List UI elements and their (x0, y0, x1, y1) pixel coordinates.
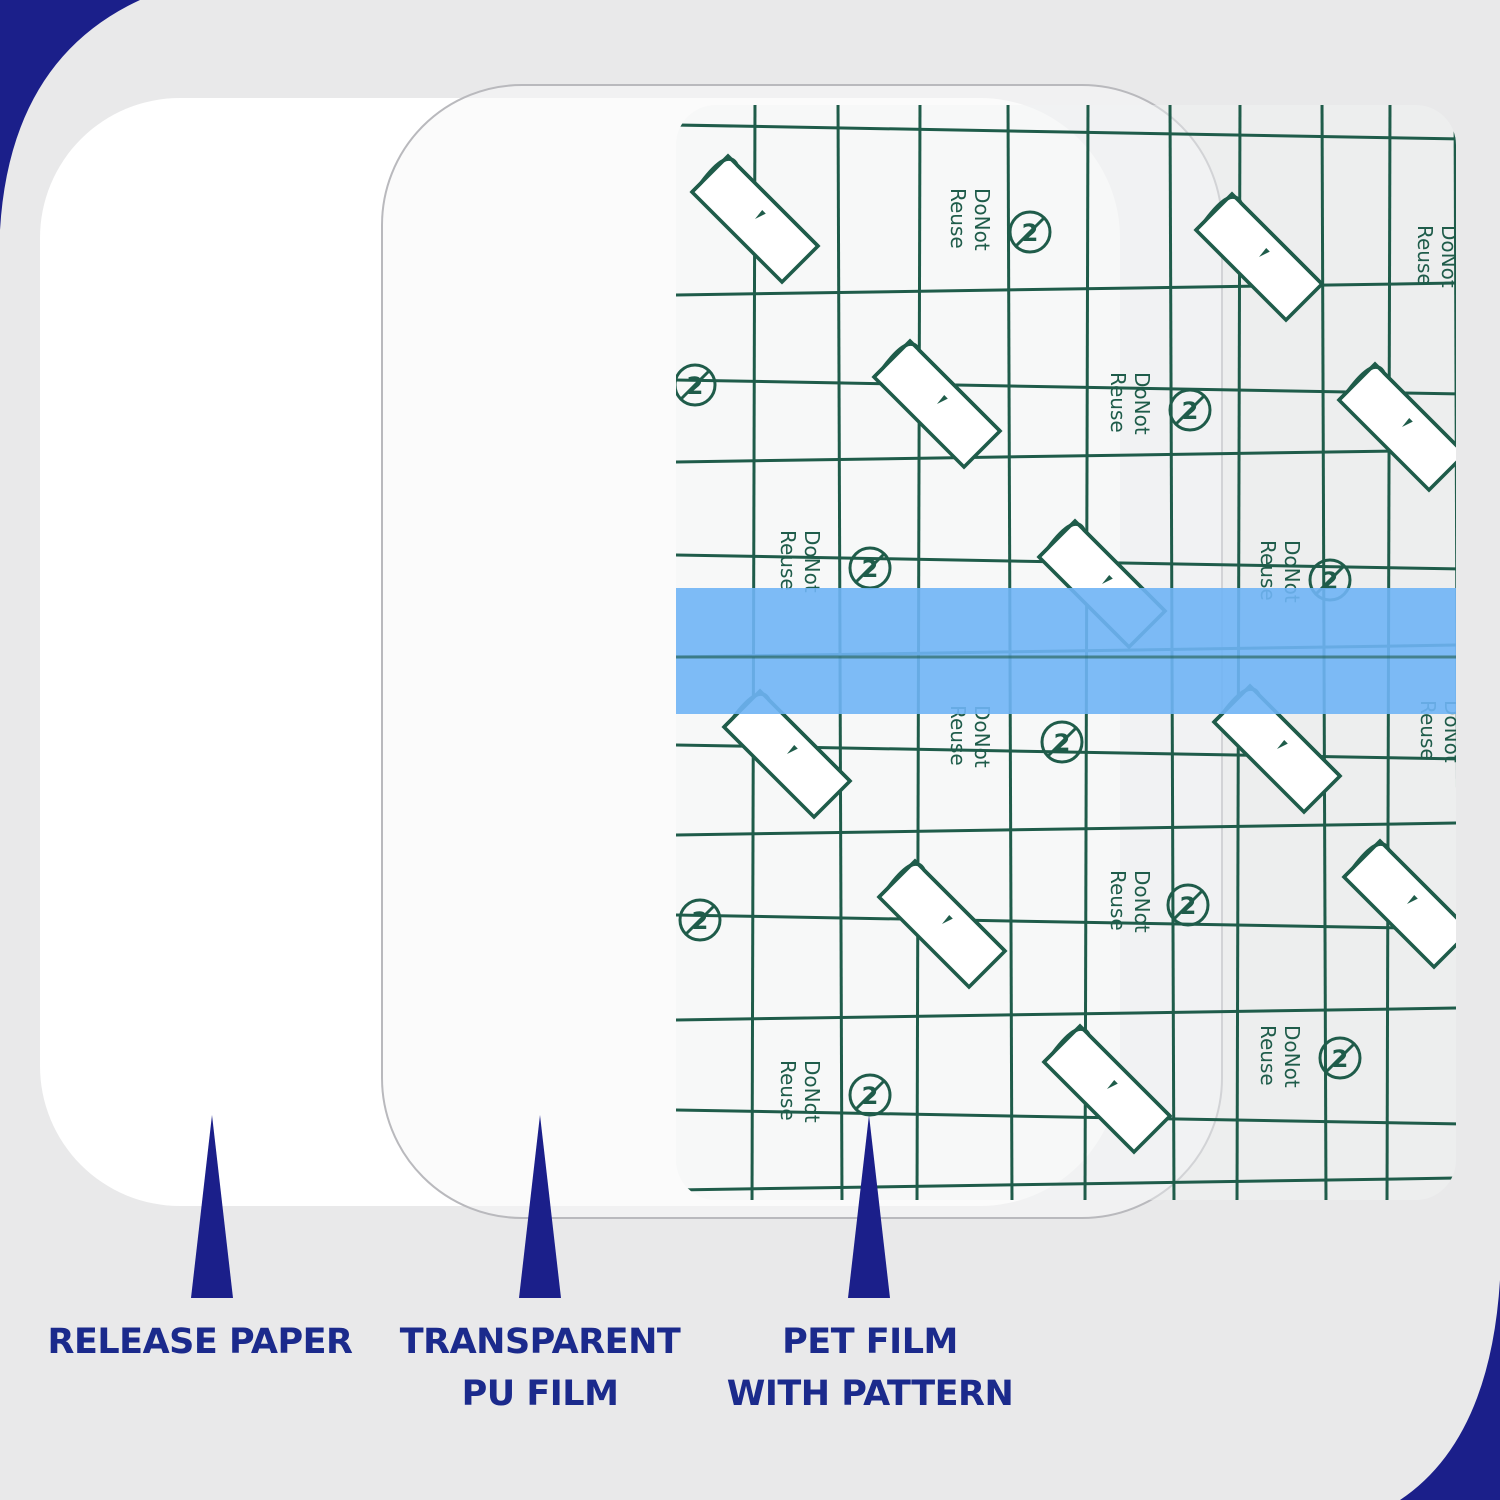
pointer-pet-film (848, 1115, 890, 1298)
svg-text:Reuse: Reuse (1106, 870, 1130, 931)
svg-text:DoNot: DoNot (1130, 372, 1154, 435)
svg-text:Reuse: Reuse (776, 1060, 800, 1121)
svg-text:Reuse: Reuse (1106, 372, 1130, 433)
grid-line-horizontal (676, 378, 1456, 396)
svg-text:Reuse: Reuse (946, 705, 970, 766)
grid-line-horizontal (676, 1176, 1456, 1192)
grid-line-horizontal (676, 821, 1456, 837)
grid-line-horizontal (676, 123, 1456, 141)
frame-corner-bottom-right (1400, 1280, 1500, 1500)
grid-line-horizontal (676, 1006, 1456, 1022)
svg-text:DoNot: DoNot (800, 530, 824, 593)
svg-text:DoNot: DoNot (800, 1060, 824, 1123)
grid-line-horizontal (676, 281, 1456, 297)
svg-text:DoNot: DoNot (1280, 1025, 1304, 1088)
svg-text:Reuse: Reuse (1256, 1025, 1280, 1086)
label-pet-film: PET FILM WITH PATTERN (726, 1322, 1014, 1414)
svg-text:Reuse: Reuse (946, 188, 970, 249)
pointer-release-paper (191, 1115, 233, 1298)
grid-line-horizontal (676, 913, 1456, 931)
svg-text:DoNot: DoNot (1130, 870, 1154, 933)
svg-text:DoNot: DoNot (970, 188, 994, 251)
frame-corner-top-left (0, 0, 140, 230)
grid-line-horizontal (676, 448, 1456, 464)
label-release-paper: RELEASE PAPER (47, 1322, 354, 1362)
svg-text:Reuse: Reuse (776, 530, 800, 591)
svg-text:DoNot: DoNot (1437, 225, 1461, 288)
grid-line-horizontal (676, 1108, 1456, 1126)
svg-text:Reuse: Reuse (1413, 225, 1437, 286)
pointer-pu-film (519, 1115, 561, 1298)
svg-text:DoNot: DoNot (1440, 700, 1464, 763)
svg-text:DoNot: DoNot (970, 705, 994, 768)
label-pu-film: TRANSPARENT PU FILM (399, 1322, 681, 1414)
blue-adhesive-strip (676, 588, 1456, 714)
